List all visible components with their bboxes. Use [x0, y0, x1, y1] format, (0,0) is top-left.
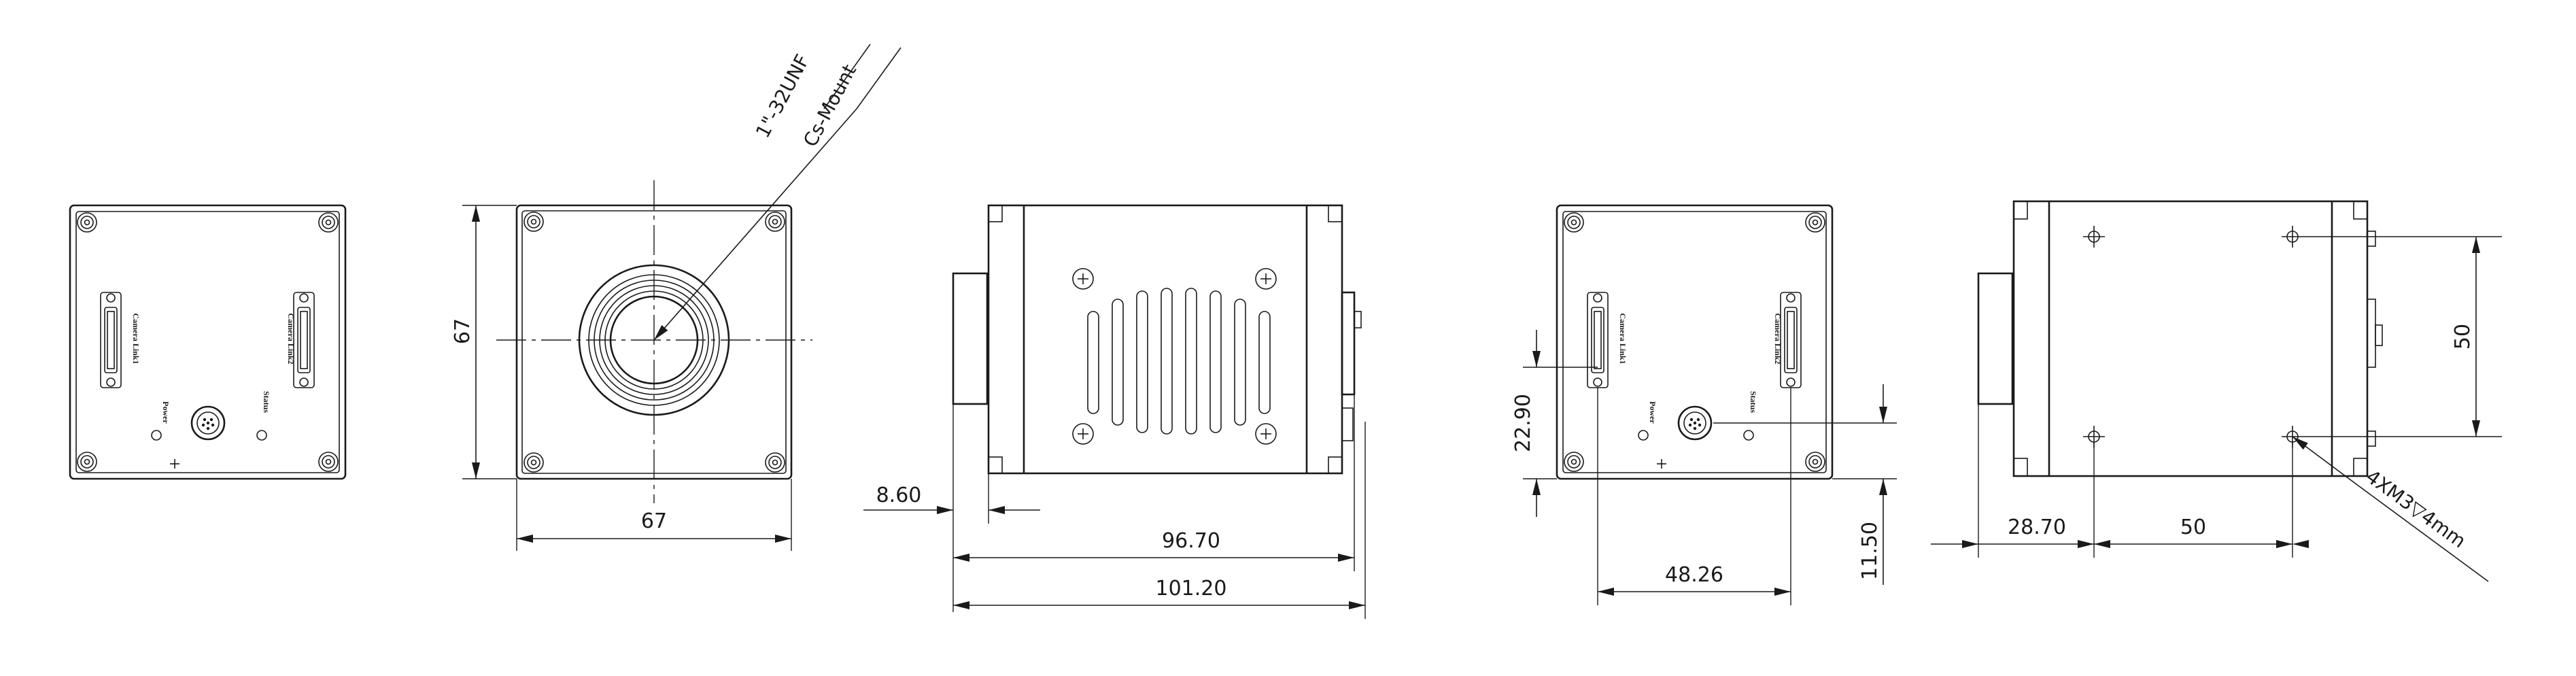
connector-left-label: Camera Link1 [131, 314, 141, 365]
lens-flange [952, 272, 989, 405]
connector-right-label: Camera Link2 [1773, 314, 1783, 365]
power-led-icon [1638, 430, 1649, 441]
screw-icon [1072, 423, 1094, 445]
bottom-body-outline [2012, 200, 2369, 477]
side-flange-dim: 8.60 [876, 484, 922, 507]
side-body-outline [987, 204, 1343, 475]
rear-dims-view: Camera Link1 Camera Link2 Power Status 2… [1511, 204, 1897, 605]
screw-icon [1255, 268, 1277, 290]
screw-icon [523, 212, 544, 232]
mounting-hole-icon [2083, 226, 2105, 248]
bottom-offset-dim: 28.70 [2008, 516, 2066, 539]
mount-label-line2: Cs-Mount [799, 61, 861, 150]
screw-icon [1072, 268, 1094, 290]
cooling-vents [1087, 288, 1271, 435]
camera-link-connector-icon [1780, 292, 1802, 388]
screw-icon [77, 212, 97, 233]
side-body-dim: 96.70 [1162, 529, 1220, 553]
bottom-horizontal-spacing-dim: 50 [2180, 516, 2206, 539]
screw-icon [1564, 212, 1584, 233]
mounting-hole-icon [2282, 226, 2303, 248]
screw-icon [318, 212, 339, 233]
screw-icon [1805, 212, 1825, 233]
rear-dims-body-outline [1556, 204, 1834, 480]
rear-horizontal-dim: 48.26 [1665, 563, 1723, 587]
rear-offset-dim: 11.50 [1858, 522, 1882, 580]
rear-vertical-dim: 22.90 [1511, 394, 1535, 452]
front-height-dim: 67 [451, 318, 475, 344]
power-connector-icon [1677, 405, 1713, 441]
led-left-label: Power [161, 401, 171, 424]
screw-icon [318, 452, 339, 472]
side-view: 8.60 96.70 101.20 [863, 204, 1366, 619]
screw-icon [77, 452, 97, 472]
screw-icon [1564, 452, 1584, 472]
connector-right-label: Camera Link2 [286, 314, 296, 365]
status-led-icon [256, 430, 267, 441]
screw-icon [765, 452, 785, 473]
hole-callout: 4XM3▽4mm [2362, 465, 2470, 552]
screw-icon [1805, 452, 1825, 472]
bottom-vertical-spacing-dim: 50 [2451, 324, 2475, 350]
led-right-label: Status [1749, 391, 1758, 413]
bottom-lens-flange [1977, 272, 2014, 405]
connector-left-label: Camera Link1 [1618, 314, 1628, 365]
power-connector-icon [190, 405, 226, 441]
rear-body-outline [69, 204, 347, 480]
screw-icon [523, 452, 544, 473]
led-right-label: Status [262, 391, 271, 413]
camera-link-connector-icon [293, 292, 315, 388]
camera-link-connector-icon [100, 292, 122, 388]
camera-link-connector-icon [1587, 292, 1609, 388]
bottom-view: 50 28.70 50 4XM3▽4mm [1931, 200, 2502, 582]
front-width-dim: 67 [641, 509, 667, 533]
screw-icon [765, 212, 785, 232]
front-view: 1"-32UNF Cs-Mount 67 67 [451, 44, 901, 551]
status-led-icon [1743, 430, 1754, 441]
side-total-dim: 101.20 [1156, 577, 1227, 601]
power-led-icon [151, 430, 162, 441]
rear-view: Camera Link1 Camera Link2 Power Status [69, 204, 347, 480]
led-left-label: Power [1648, 401, 1658, 424]
screw-icon [1255, 423, 1277, 445]
